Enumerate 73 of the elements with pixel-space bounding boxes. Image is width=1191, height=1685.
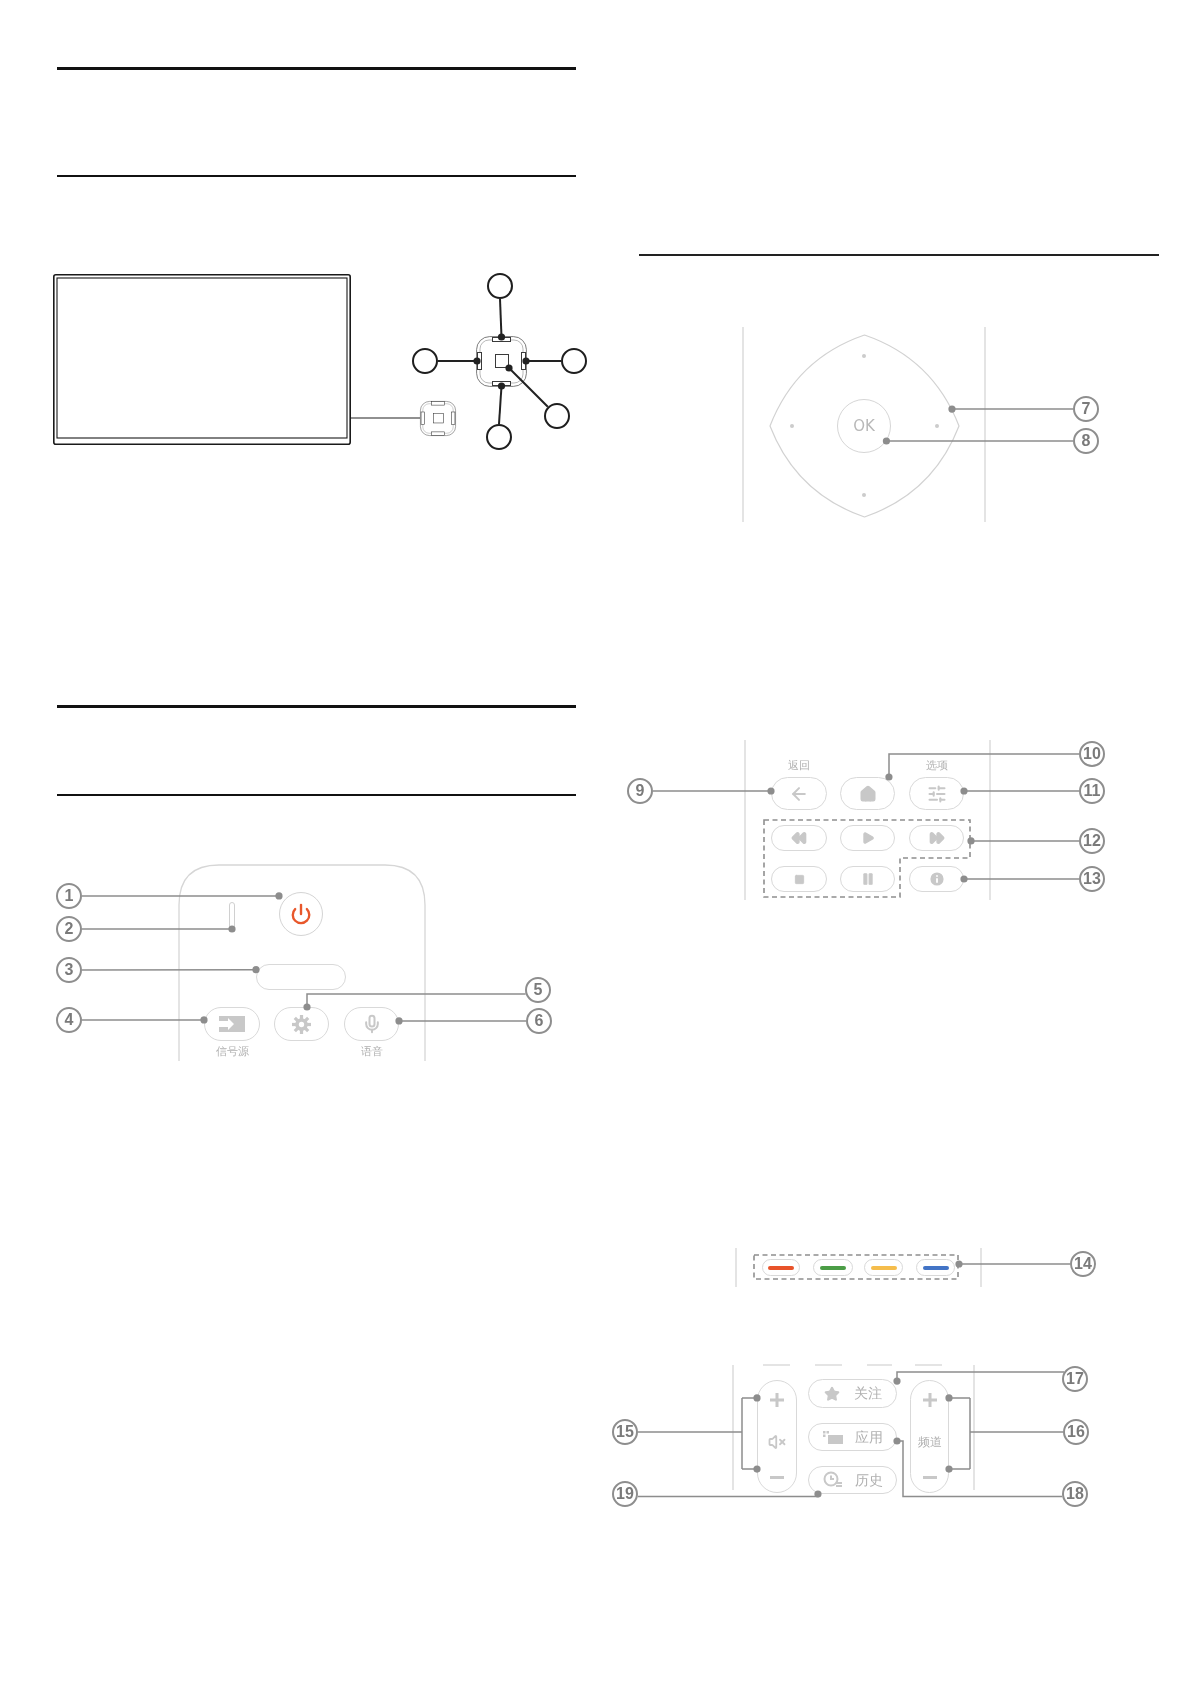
joystick-drawing xyxy=(420,401,456,436)
play-button xyxy=(840,825,895,851)
callout-number: 12 xyxy=(1079,828,1105,854)
callout-number: 9 xyxy=(627,778,653,804)
callout-number: 16 xyxy=(1063,1419,1089,1445)
info-button xyxy=(909,866,964,892)
function-key-button xyxy=(762,1259,800,1276)
leader-line xyxy=(893,1437,1063,1498)
settings-button xyxy=(274,1007,329,1041)
callout-number: 14 xyxy=(1070,1251,1096,1277)
stop-button xyxy=(771,866,827,892)
leader-line xyxy=(637,1490,822,1498)
callout-number: 18 xyxy=(1062,1481,1088,1507)
leader-line xyxy=(437,357,481,365)
power-button xyxy=(279,892,323,936)
callout-number: 3 xyxy=(56,957,82,983)
callout-number: 10 xyxy=(1079,741,1105,767)
leader-line xyxy=(81,892,283,900)
leader-line xyxy=(960,875,1080,883)
leader-line xyxy=(497,382,506,425)
callout-number: 8 xyxy=(1073,428,1099,454)
callout-number: 13 xyxy=(1079,866,1105,892)
history-button: 历史 xyxy=(808,1466,897,1494)
callout-number: 17 xyxy=(1062,1366,1088,1392)
function-key-button xyxy=(864,1259,903,1276)
leader-line xyxy=(303,993,527,1011)
button-caption: 信号源 xyxy=(215,1046,249,1057)
home-button xyxy=(840,777,895,810)
button-caption: 返回 xyxy=(788,760,810,771)
leader-line xyxy=(955,1260,1071,1268)
leader-line xyxy=(522,357,562,365)
callout-number: 4 xyxy=(56,1007,82,1033)
leader-line xyxy=(885,753,1080,781)
button-caption: 选项 xyxy=(925,760,948,771)
callout-number: 1 xyxy=(56,883,82,909)
tv-drawing xyxy=(53,274,351,445)
rewind-button xyxy=(771,825,827,851)
leader-line xyxy=(81,966,260,974)
leader-line xyxy=(893,1371,1065,1385)
leader-line xyxy=(395,1017,527,1025)
leader-line xyxy=(652,787,775,795)
button-caption: 语音 xyxy=(360,1046,383,1057)
leader-line xyxy=(948,405,1074,413)
volume-rocker xyxy=(757,1380,797,1493)
dashed-group-outline xyxy=(753,1254,959,1280)
function-key-button xyxy=(916,1259,955,1276)
callout-number: 5 xyxy=(525,977,551,1003)
leader-line xyxy=(945,1394,1064,1473)
leader-line xyxy=(81,925,236,933)
leader-line xyxy=(637,1394,761,1473)
ok-button: OK xyxy=(837,399,891,453)
function-key-button xyxy=(813,1259,853,1276)
callout-number: 11 xyxy=(1079,778,1105,804)
pause-button xyxy=(840,866,895,892)
leader-line xyxy=(960,787,1080,795)
callout-number: 19 xyxy=(612,1481,638,1507)
callout-number: 15 xyxy=(612,1419,638,1445)
leader-line xyxy=(505,364,549,408)
dpad xyxy=(769,334,960,518)
leader-line xyxy=(882,437,1074,445)
leader-line xyxy=(81,1016,208,1024)
joystick-key xyxy=(495,354,509,368)
callout-number: 2 xyxy=(56,916,82,942)
pill-button xyxy=(256,964,346,990)
callout-number: 6 xyxy=(526,1008,552,1034)
leader-line xyxy=(350,417,421,419)
fast-forward-button xyxy=(909,825,964,851)
apps-button: 应用 xyxy=(808,1423,897,1451)
follow-button: 关注 xyxy=(808,1379,897,1408)
leader-line xyxy=(967,837,1080,845)
channel-rocker: 频道 xyxy=(910,1380,949,1493)
callout-number: 7 xyxy=(1073,396,1099,422)
leader-line xyxy=(497,298,506,341)
